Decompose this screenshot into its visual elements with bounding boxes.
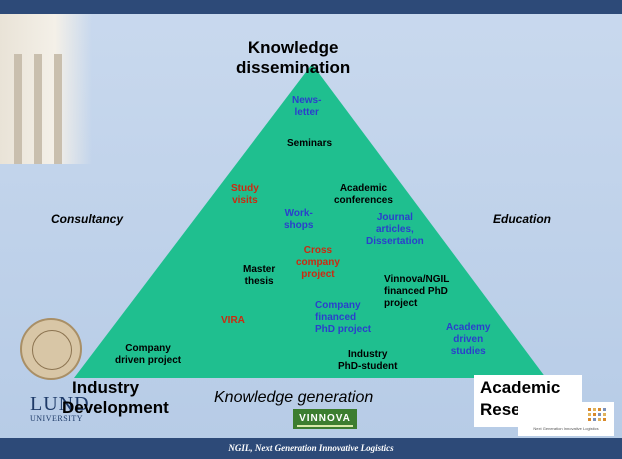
company-driven-project-item: Company driven project [115, 343, 181, 367]
vira-item: VIRA [221, 315, 245, 326]
lund-university-logo: LUND UNIVERSITY [30, 393, 90, 423]
master-thesis-line-1: Master [243, 264, 276, 275]
journal-articles-item: Journal articles, Dissertation [366, 212, 424, 248]
ngil-logo-caption: Next Generation Innovative Logistics [533, 426, 599, 431]
industry-phd-line-2: PhD-student [338, 361, 398, 372]
vinnova-logo-text: VINNOVA [299, 413, 351, 424]
company-driven-line-1: Company [125, 343, 171, 354]
academic-conferences-line-1: Academic [339, 183, 388, 194]
study-visits-line-1: Study [231, 183, 259, 194]
newsletter-item: News- letter [292, 95, 321, 119]
university-seal-image [20, 318, 82, 380]
footer-bar: NGIL, Next Generation Innovative Logisti… [0, 438, 622, 459]
master-thesis-item: Master thesis [243, 264, 275, 288]
industry-phd-student-item: Industry PhD-student [338, 349, 397, 373]
lund-logo-line-2: UNIVERSITY [30, 414, 83, 423]
building-column [14, 54, 22, 164]
company-financed-phd-item: Company financed PhD project [315, 300, 371, 336]
industry-development-line-2: Development [62, 398, 169, 417]
vinnova-phd-line-3: project [384, 298, 418, 309]
academy-driven-studies-item: Academy driven studies [446, 322, 490, 358]
company-financed-line-3: PhD project [315, 324, 372, 335]
industry-development-line-1: Industry [72, 378, 140, 397]
academic-research-line-1: Academic [480, 378, 561, 397]
building-column [34, 54, 42, 164]
company-financed-line-2: financed [315, 312, 357, 323]
lund-logo-line-1: LUND [30, 393, 90, 415]
academy-driven-line-1: Academy [446, 322, 491, 333]
company-financed-line-1: Company [315, 300, 361, 311]
seal-inner-ring [32, 330, 72, 370]
cross-company-line-2: company [296, 257, 340, 268]
title-line-1: Knowledge [247, 38, 339, 57]
vinnova-phd-line-2: financed PhD [384, 286, 448, 297]
consultancy-label: Consultancy [51, 212, 124, 226]
newsletter-line-1: News- [292, 95, 322, 106]
ngil-logo: Next Generation Innovative Logistics [518, 402, 614, 436]
building-column [54, 54, 62, 164]
academy-driven-line-2: driven [453, 334, 484, 345]
academic-conferences-line-2: conferences [334, 195, 393, 206]
education-label: Education [493, 212, 552, 226]
vinnova-phd-item: Vinnova/NGIL financed PhD project [384, 274, 449, 310]
journal-line-1: Journal [376, 212, 413, 223]
vinnova-phd-line-1: Vinnova/NGIL [384, 274, 450, 285]
workshops-line-1: Work- [284, 208, 313, 219]
title-knowledge-dissemination: Knowledge dissemination [236, 38, 350, 78]
title-line-2: dissemination [236, 58, 351, 77]
journal-line-3: Dissertation [366, 236, 424, 247]
study-visits-item: Study visits [231, 183, 259, 207]
knowledge-generation-label: Knowledge generation [214, 389, 374, 406]
academic-conferences-item: Academic conferences [334, 183, 393, 207]
industry-phd-line-1: Industry [348, 349, 388, 360]
newsletter-line-2: letter [294, 107, 319, 118]
vinnova-logo-wave [297, 425, 353, 427]
company-driven-line-2: driven project [115, 355, 182, 366]
academy-driven-line-3: studies [450, 346, 486, 357]
seminars-item: Seminars [287, 138, 333, 149]
study-visits-line-2: visits [232, 195, 258, 206]
master-thesis-line-2: thesis [244, 276, 274, 287]
cross-company-line-3: project [301, 269, 335, 280]
university-building-image [0, 14, 92, 164]
workshops-line-2: shops [284, 220, 314, 231]
triangle-shape [74, 64, 546, 378]
workshops-item: Work- shops [284, 208, 313, 232]
journal-line-2: articles, [375, 224, 414, 235]
cross-company-line-1: Cross [303, 245, 333, 256]
industry-development-label: Industry Development [62, 378, 169, 418]
cross-company-project-item: Cross company project [296, 245, 340, 281]
ngil-grid-icon [588, 408, 606, 422]
top-bar [0, 0, 622, 14]
vinnova-logo: VINNOVA [293, 409, 357, 429]
